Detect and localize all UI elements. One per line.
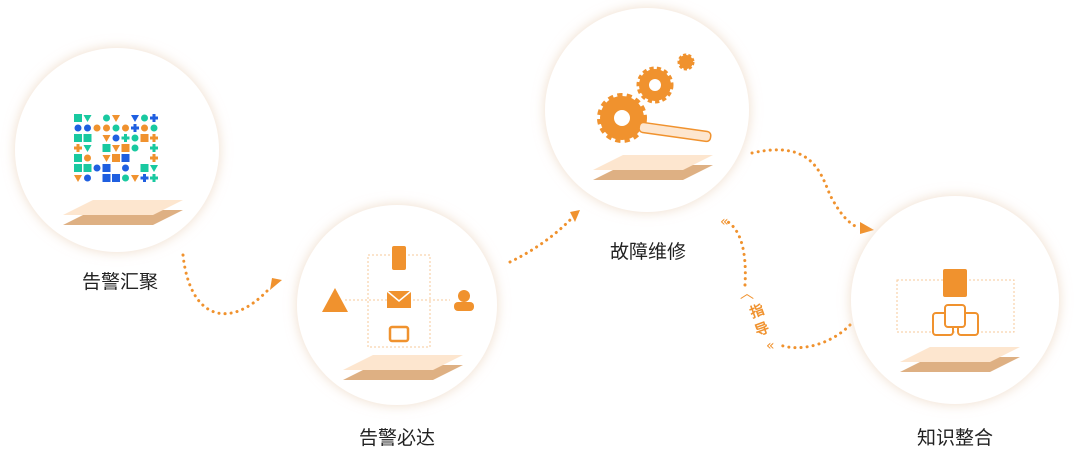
- alert-shape: [74, 175, 82, 182]
- alert-shape: [102, 135, 111, 142]
- connector-2-3: [508, 218, 572, 264]
- chevron-left-icon: «: [766, 338, 775, 354]
- alert-shape: [74, 134, 82, 142]
- book-icon: [943, 269, 967, 297]
- gear-wrench-icon: [597, 53, 712, 143]
- alert-shape: [103, 114, 110, 122]
- alert-shape: [122, 164, 129, 172]
- alert-shape: [103, 124, 110, 132]
- step-label: 告警汇聚: [82, 271, 158, 293]
- alert-shape: [150, 124, 158, 132]
- alert-shape: [131, 175, 139, 182]
- alert-shape: [150, 174, 158, 182]
- alert-shape: [74, 124, 82, 132]
- step-alert-aggregation: 告警汇聚: [15, 48, 219, 293]
- alert-shape: [121, 134, 130, 142]
- alert-shape: [112, 124, 120, 132]
- alert-shape: [84, 154, 91, 162]
- alert-shape: [140, 164, 149, 172]
- alert-shape: [112, 174, 120, 182]
- alert-shape: [150, 154, 158, 162]
- alert-shape: [140, 174, 149, 182]
- feedback-connector: [726, 220, 852, 350]
- alert-aggregation-icon: [74, 114, 158, 182]
- alert-shape: [74, 164, 82, 172]
- alert-shape: [74, 144, 82, 152]
- alert-shape: [131, 144, 139, 152]
- alert-shape: [150, 134, 158, 142]
- alert-shape: [83, 145, 92, 152]
- documents-icon: [932, 304, 979, 336]
- step-label: 故障维修: [610, 241, 686, 263]
- alert-shape: [122, 174, 129, 182]
- users-icon: [458, 290, 470, 302]
- connector-1-2: [181, 253, 270, 316]
- alert-shape: [112, 115, 120, 122]
- feedback-label-1: 指: [748, 301, 767, 322]
- alert-shape: [83, 164, 92, 172]
- phone-icon: [392, 246, 406, 270]
- monitor-icon: [388, 325, 410, 343]
- arrow-head-1-2: [270, 278, 282, 290]
- alert-shape: [102, 144, 111, 152]
- alert-shape: [83, 134, 92, 142]
- arrow-head-3-4: [860, 222, 874, 234]
- alert-shape: [140, 134, 149, 142]
- alert-shape: [84, 174, 91, 182]
- alert-shape: [131, 115, 139, 122]
- alert-shape: [121, 154, 130, 162]
- alert-shape: [102, 174, 111, 182]
- alert-shape: [121, 144, 130, 152]
- alert-shape: [150, 144, 158, 152]
- chevron-up-icon: ︿: [740, 286, 754, 302]
- alert-shape: [131, 134, 139, 142]
- alert-shape: [83, 115, 92, 122]
- alert-shape: [102, 155, 111, 162]
- alert-shape: [122, 124, 129, 132]
- step-fault-repair: 故障维修: [545, 8, 749, 263]
- step-knowledge-integration: 知识整合: [851, 196, 1059, 449]
- alert-shape: [112, 145, 120, 152]
- chevron-left-icon: «: [720, 214, 729, 230]
- step-alert-delivery: 告警必达: [297, 205, 497, 449]
- feedback-label-2: 导: [753, 320, 772, 340]
- connector-3-4: [750, 148, 857, 228]
- alert-shape: [112, 134, 120, 142]
- alert-shape: [150, 114, 158, 122]
- alert-shape: [131, 124, 139, 132]
- arrow-head-2-3: [570, 210, 580, 222]
- alert-shape: [141, 114, 148, 122]
- alert-shape: [84, 124, 91, 132]
- alert-shape: [102, 164, 111, 172]
- alert-shape: [74, 154, 82, 162]
- alert-shape: [141, 124, 148, 132]
- alert-shape: [74, 114, 82, 122]
- alert-shape: [112, 154, 120, 162]
- step-label: 告警必达: [359, 427, 435, 449]
- alert-shape: [93, 164, 101, 172]
- alert-shape: [93, 124, 101, 132]
- alert-shape: [150, 165, 158, 172]
- warning-icon: [322, 288, 348, 312]
- step-label: 知识整合: [917, 427, 993, 449]
